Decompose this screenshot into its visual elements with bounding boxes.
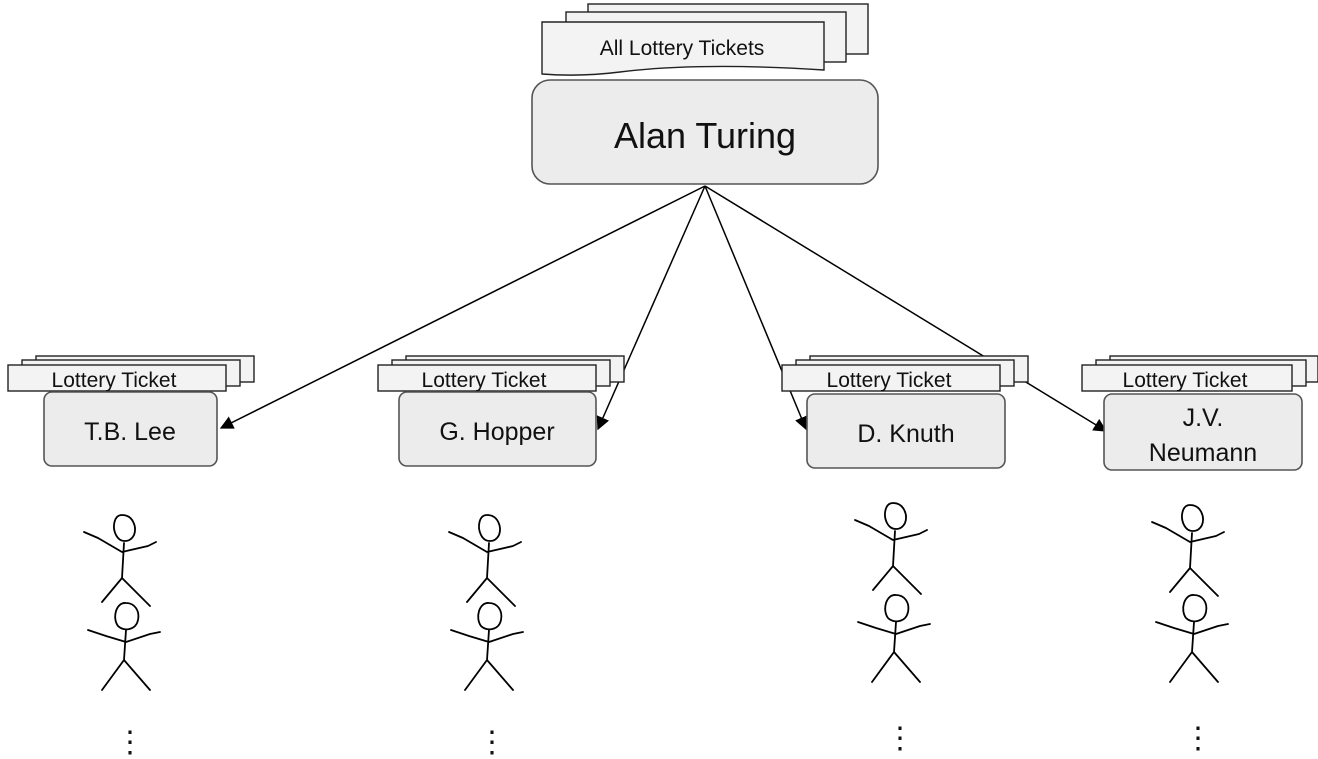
stick-figure-icon [448,514,522,607]
root-tickets-label: All Lottery Tickets [600,37,765,60]
child-ticket-label: Lottery Ticket [1123,369,1248,392]
stick-figure-icon [450,602,524,691]
child-name-line-2: Neumann [1149,439,1257,467]
child-jv-neumann: Lottery Ticket J.V. Neumann ⋮ [1081,355,1318,755]
child-g-hopper: Lottery Ticket G. Hopper ⋮ [377,355,625,759]
child-name-line-1: J.V. [1183,404,1224,432]
continuation-dots: ⋮ [885,722,915,755]
root-ticket-stack: All Lottery Tickets [541,3,869,76]
child-ticket-stack: Lottery Ticket [781,355,1029,392]
continuation-dots: ⋮ [115,726,145,759]
child-d-knuth: Lottery Ticket D. Knuth ⋮ [781,355,1029,755]
child-ticket-label: Lottery Ticket [52,369,177,392]
stick-figure-icon [857,594,931,683]
root-name: Alan Turing [614,115,796,156]
child-name: T.B. Lee [84,418,176,446]
stick-figure-icon [1155,594,1229,683]
child-ticket-stack: Lottery Ticket [1081,355,1318,392]
child-name: D. Knuth [857,420,954,448]
arrow-to-jv-neumann [704,185,1108,432]
arrow-to-g-hopper [596,185,706,431]
distribution-arrows [219,185,1108,432]
stick-figure-icon [854,502,928,595]
child-tb-lee: Lottery Ticket T.B. Lee ⋮ [7,355,255,759]
stick-figure-icon [1151,504,1225,597]
stick-figure-icon [87,602,161,691]
root-node: Alan Turing [531,79,879,185]
continuation-dots: ⋮ [1183,722,1213,755]
arrow-to-tb-lee [219,185,706,429]
child-ticket-label: Lottery Ticket [827,369,952,392]
continuation-dots: ⋮ [477,726,507,759]
arrow-to-d-knuth [704,185,808,431]
child-ticket-stack: Lottery Ticket [377,355,625,392]
child-ticket-stack: Lottery Ticket [7,355,255,392]
child-ticket-label: Lottery Ticket [422,369,547,392]
stick-figure-icon [83,514,157,607]
child-name: G. Hopper [439,418,554,446]
